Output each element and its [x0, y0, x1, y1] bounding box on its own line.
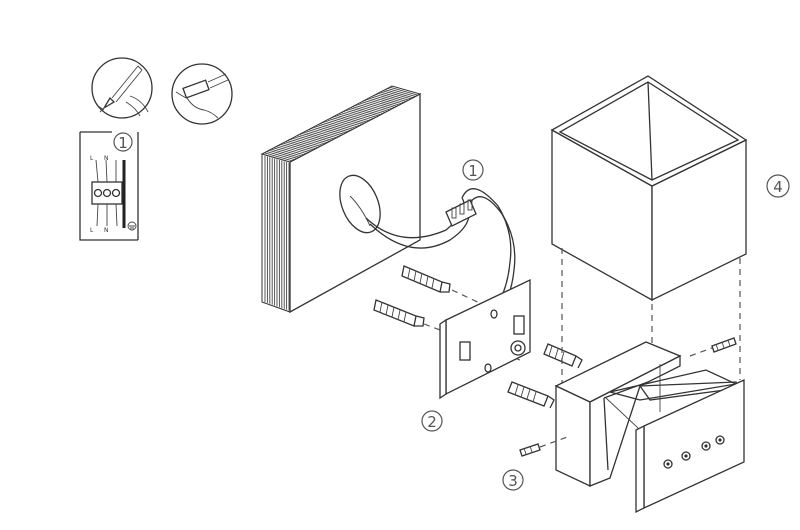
wall-hatch-line	[271, 148, 300, 158]
wall-hatch-line	[278, 145, 307, 154]
wall-hatch-line	[333, 115, 363, 125]
wall-hatch-line	[345, 109, 374, 119]
callout-1-panel: 1	[113, 132, 133, 152]
wall-hatch-line	[352, 106, 381, 116]
wall-hatch-line	[377, 92, 407, 102]
wall-hatch-line	[268, 149, 298, 159]
wall-hatch-line	[370, 96, 400, 106]
wall-hatch-line	[347, 108, 377, 118]
wall-hatch-line	[329, 118, 358, 128]
wire-connector	[445, 199, 477, 227]
plate-screw-upper	[543, 343, 583, 369]
side-screw-right	[689, 337, 737, 357]
wall-hatch-line	[266, 151, 295, 161]
wall-hatch-line	[296, 135, 325, 145]
panel-label-l-top: L	[90, 155, 94, 162]
callout-4-cover: 4	[766, 174, 790, 198]
svg-text:3: 3	[508, 472, 518, 490]
wall-hatch-line	[331, 117, 360, 127]
wall-plug-upper	[401, 265, 451, 293]
wall-hatch-line	[301, 132, 330, 142]
wall-plug-lower	[373, 299, 425, 327]
wall-hatch-line	[285, 141, 314, 151]
wall-hatch-line	[280, 143, 309, 153]
wall-hatch-line	[354, 104, 383, 114]
wall-hatch-line	[361, 101, 390, 111]
panel-label-n-bottom: N	[104, 227, 109, 234]
wall-hole	[339, 174, 381, 234]
ground-symbol-icon	[127, 221, 137, 231]
wall-hatch-line	[336, 114, 365, 124]
wall-hatch-line	[310, 128, 339, 137]
wall-hatch-line	[357, 103, 386, 113]
svg-text:4: 4	[773, 178, 783, 196]
callout-1-wiring: 1	[462, 159, 484, 181]
wall-hatch-line	[319, 123, 349, 133]
mounting-plate	[439, 278, 531, 400]
wiring-panel: L N L N	[79, 131, 139, 241]
terminal-block	[91, 159, 126, 228]
wall-hatch-line	[359, 102, 388, 112]
panel-label-n-top: N	[104, 155, 109, 162]
svg-text:2: 2	[427, 413, 437, 431]
wall-hatch-line	[382, 90, 411, 100]
plate-screw-lower	[507, 381, 555, 409]
svg-text:1: 1	[468, 162, 478, 180]
lamp-body	[554, 341, 745, 514]
wall-hatch-line	[275, 146, 305, 156]
wall-hatch-line	[389, 86, 418, 96]
wall-hatch-line	[375, 94, 404, 103]
side-screw-left	[519, 435, 571, 457]
wall-block	[260, 85, 422, 314]
wall-hatch-line	[264, 152, 293, 162]
wall-hatch-line	[366, 98, 395, 108]
wall-hatch-line	[343, 111, 372, 120]
wall-hatch-line	[305, 130, 335, 140]
wall-hatch-line	[299, 134, 328, 144]
wall-hatch-line	[326, 119, 356, 129]
wall-hatch-line	[338, 113, 367, 123]
wall-hatch-line	[368, 97, 397, 107]
wall-hatch-line	[364, 100, 393, 110]
lamp-cover	[550, 75, 748, 302]
wall-hatch-line	[308, 129, 337, 139]
wall-hatch-line	[282, 142, 312, 152]
callout-2-plate: 2	[421, 410, 443, 432]
wall-hatch-line	[324, 120, 353, 130]
wall-hatch-line	[387, 87, 416, 97]
wall-hatch-line	[350, 107, 379, 117]
wall-hatch-line	[273, 147, 302, 157]
wall-hatch-line	[294, 136, 323, 146]
wall-hatch-line	[384, 89, 414, 99]
panel-label-l-bottom: L	[90, 227, 94, 234]
voltage-tester-icon	[171, 63, 233, 125]
wall-hatch-line	[373, 95, 402, 105]
wall-hatch-line	[303, 131, 332, 141]
wall-hatch-line	[261, 153, 291, 163]
svg-text:1: 1	[118, 134, 128, 152]
wiring	[365, 188, 516, 307]
wall-hatch-line	[317, 124, 346, 134]
wall-hatch-line	[287, 140, 316, 150]
wall-hatch-line	[312, 126, 342, 136]
callout-3-screws: 3	[502, 469, 524, 491]
wall-hatch-line	[380, 91, 409, 101]
wall-hatch-line	[289, 138, 318, 148]
wall-hatch-line	[322, 121, 351, 131]
screwdriver-icon	[91, 57, 153, 119]
wall-hatch-line	[315, 125, 344, 135]
wall-hatch-line	[340, 112, 370, 122]
wall-hatch-line	[292, 137, 321, 147]
